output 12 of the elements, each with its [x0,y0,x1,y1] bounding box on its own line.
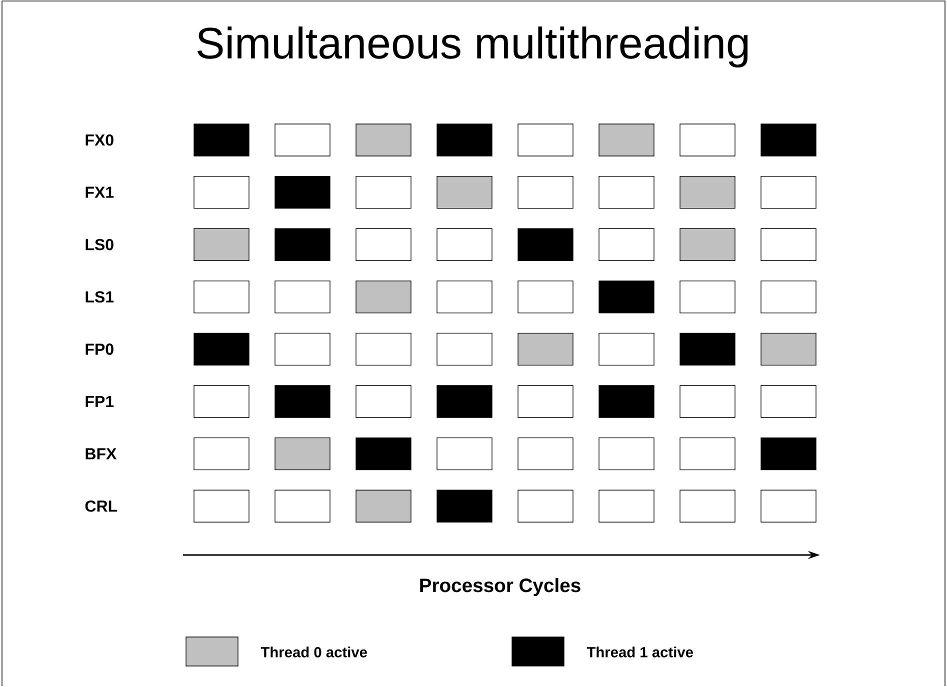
row-label: BFX [86,448,117,460]
title: Simultaneous multithreading [197,26,748,68]
legend-label: Thread 1 active [586,646,693,658]
row-label: LS0 [86,238,114,250]
axis-label: Processor Cycles [420,578,580,596]
row-label: FX0 [86,134,114,146]
row-label: CRL [85,500,118,512]
row-label: LS1 [86,291,114,303]
legend-label: Thread 0 active [260,646,367,658]
row-label: FP0 [86,344,114,355]
row-label: FP1 [86,396,114,407]
row-label: FX1 [86,186,114,198]
